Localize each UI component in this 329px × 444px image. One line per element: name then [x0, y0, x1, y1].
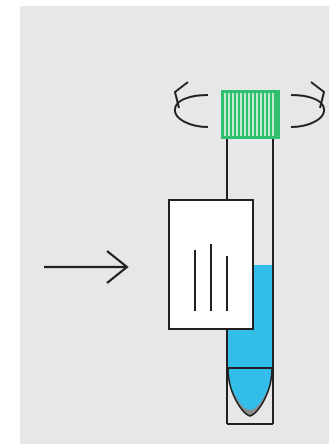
pointer-head: [106, 250, 129, 284]
cone-outline: [227, 368, 273, 417]
cap-ridges: [224, 93, 274, 136]
clockwise-arrowhead: [310, 81, 326, 109]
counterclockwise-arrowhead: [173, 81, 189, 109]
cap-body: [221, 90, 280, 139]
clockwise-arrow-icon: [290, 94, 325, 128]
right-arrow-icon: [44, 250, 129, 284]
tube-cap: [221, 90, 280, 139]
counterclockwise-arrow-icon: [174, 94, 209, 128]
tube-label: [168, 199, 254, 330]
